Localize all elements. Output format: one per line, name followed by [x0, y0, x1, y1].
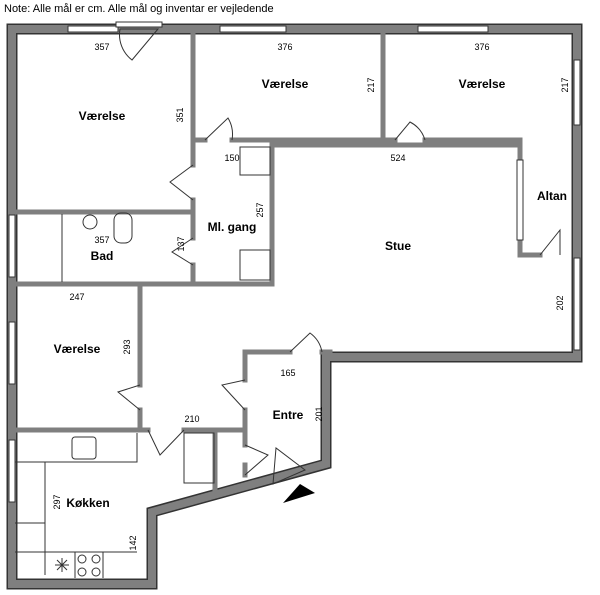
- dimension-label: 210: [184, 414, 199, 424]
- dimension-label: 202: [555, 295, 565, 310]
- dimension-label: 376: [474, 42, 489, 52]
- dimension-label: 217: [560, 77, 570, 92]
- dimension-label: 150: [224, 153, 239, 163]
- dimension-label: 351: [175, 107, 185, 122]
- fixtures: [15, 146, 271, 578]
- dimension-label: 247: [69, 292, 84, 302]
- dimension-label: 257: [255, 202, 265, 217]
- dimension-label: 357: [94, 235, 109, 245]
- windows: [8, 25, 581, 503]
- walls: [6, 23, 583, 590]
- dimension-label: 137: [176, 236, 186, 251]
- room-label-bedroom2: Værelse: [262, 77, 309, 91]
- doors: [115, 21, 561, 485]
- room-label-bathroom: Bad: [91, 249, 114, 263]
- dimension-label: 142: [128, 535, 138, 550]
- dimension-label: 524: [390, 153, 405, 163]
- room-label-living: Stue: [385, 239, 411, 253]
- dimension-label: 376: [277, 42, 292, 52]
- room-label-bedroom3: Værelse: [459, 77, 506, 91]
- dimension-label: 165: [280, 368, 295, 378]
- room-label-hallway: Ml. gang: [208, 220, 257, 234]
- dimension-label: 201: [314, 406, 324, 421]
- dimension-label: 297: [52, 494, 62, 509]
- plan-note: Note: Alle mål er cm. Alle mål og invent…: [4, 3, 274, 15]
- dimension-label: 357: [94, 42, 109, 52]
- room-label-kitchen: Køkken: [66, 496, 109, 510]
- room-label-balcony: Altan: [537, 189, 567, 203]
- room-label-entrance: Entre: [273, 408, 304, 422]
- dimension-label: 217: [366, 77, 376, 92]
- room-label-bedroom4: Værelse: [54, 342, 101, 356]
- dimension-label: 293: [122, 339, 132, 354]
- room-label-bedroom1: Værelse: [79, 109, 126, 123]
- entrance-arrow-icon: [283, 484, 315, 503]
